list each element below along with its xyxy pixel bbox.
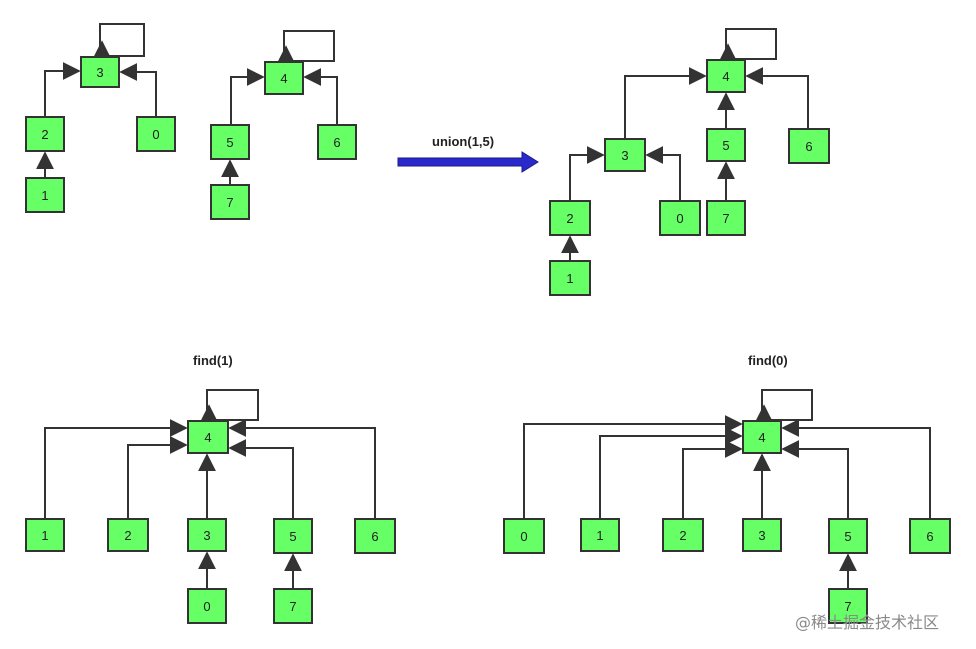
edge-2-to-3	[44, 62, 81, 116]
node-7: 7	[706, 200, 746, 236]
node-4: 4	[706, 59, 746, 93]
self-loop-4	[200, 389, 259, 423]
node-2: 2	[662, 518, 704, 552]
node-3: 3	[742, 518, 782, 552]
node-3: 3	[604, 138, 646, 172]
edge-2-to-3	[569, 146, 605, 200]
edge-0-to-3	[645, 146, 681, 200]
self-loop-4	[755, 389, 813, 423]
edge-6-to-4	[303, 68, 338, 124]
edge-5-to-4	[230, 68, 265, 124]
edge-5-to-4	[781, 440, 849, 518]
node-4: 4	[742, 420, 782, 454]
self-loop-4	[719, 28, 777, 62]
find1-label: find(1)	[193, 353, 233, 368]
node-5: 5	[273, 518, 313, 554]
node-1: 1	[549, 260, 591, 296]
self-loop-4	[277, 30, 335, 64]
node-6: 6	[317, 124, 357, 160]
node-3: 3	[80, 56, 120, 88]
node-2: 2	[107, 518, 149, 552]
node-7: 7	[828, 588, 868, 624]
edge-1-to-4	[599, 427, 743, 518]
union-arrow	[397, 151, 539, 173]
edge-5-to-4	[228, 439, 294, 518]
node-5: 5	[706, 128, 746, 162]
watermark: @稀土掘金技术社区	[795, 613, 940, 632]
edge-6-to-4	[745, 67, 809, 128]
node-1: 1	[25, 518, 65, 552]
node-0: 0	[187, 588, 227, 624]
edge-1-to-4	[44, 419, 188, 518]
node-1: 1	[580, 518, 620, 552]
node-5: 5	[828, 518, 868, 554]
node-0: 0	[136, 116, 176, 152]
edge-6-to-4	[781, 419, 931, 518]
node-5: 5	[210, 124, 250, 160]
edge-2-to-4	[682, 440, 743, 518]
edge-3-to-4	[624, 67, 707, 138]
node-3: 3	[187, 518, 227, 552]
node-7: 7	[210, 184, 250, 220]
node-6: 6	[788, 128, 830, 164]
node-2: 2	[25, 116, 65, 152]
edge-6-to-4	[228, 419, 376, 518]
self-loop-3	[93, 23, 145, 59]
node-2: 2	[549, 200, 591, 236]
node-0: 0	[659, 200, 701, 236]
find0-label: find(0)	[748, 353, 788, 368]
edge-0-to-3	[119, 63, 157, 116]
edge-0-to-4	[523, 415, 743, 518]
node-7: 7	[273, 588, 313, 624]
union-label: union(1,5)	[432, 134, 495, 149]
node-1: 1	[25, 177, 65, 213]
node-6: 6	[354, 518, 396, 554]
node-4: 4	[187, 420, 229, 454]
edge-2-to-4	[127, 436, 188, 518]
node-4: 4	[264, 61, 304, 95]
node-6: 6	[909, 518, 951, 554]
node-0: 0	[503, 518, 545, 554]
